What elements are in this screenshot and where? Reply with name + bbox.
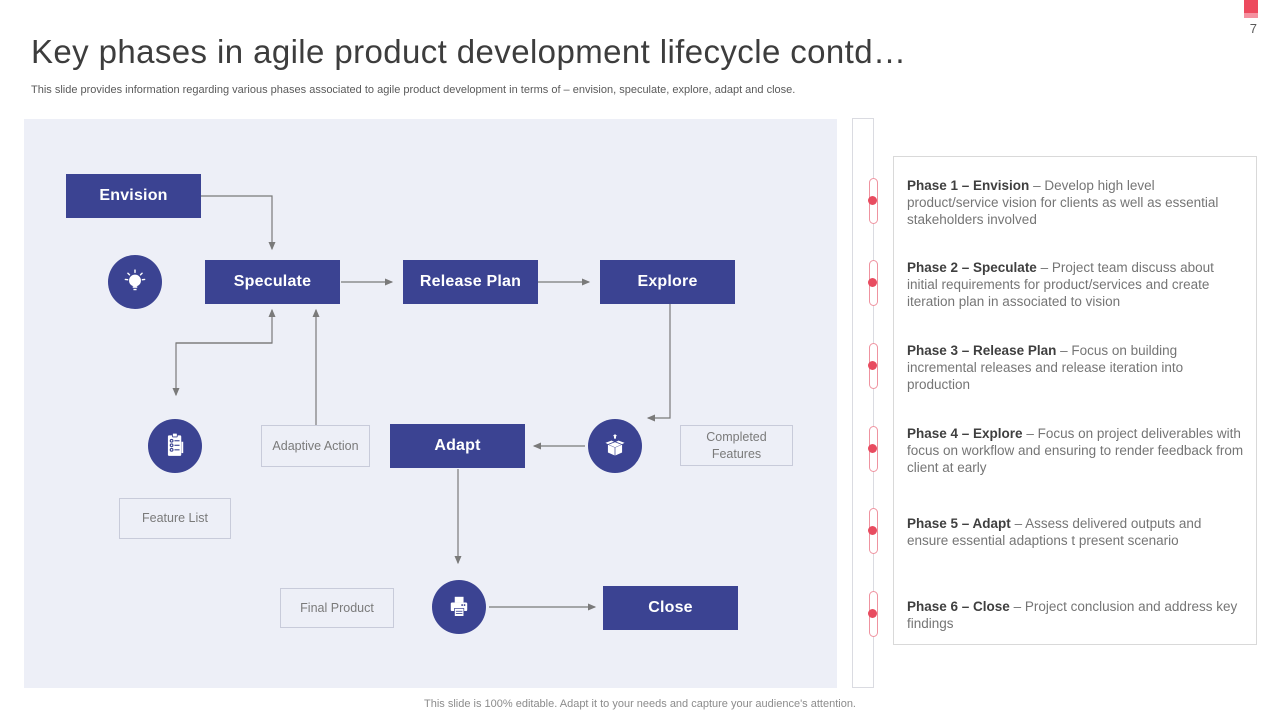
phase-list-panel: Phase 1 – Envision – Develop high level …	[893, 156, 1257, 645]
timeline-dot	[868, 278, 877, 287]
timeline-rail	[852, 118, 874, 688]
checklist-clipboard-icon	[148, 419, 202, 473]
phase-item-4: Phase 4 – Explore – Focus on project del…	[907, 425, 1245, 476]
page-title: Key phases in agile product development …	[31, 33, 907, 70]
lightbulb-icon	[108, 255, 162, 309]
label-feature-list: Feature List	[119, 498, 231, 539]
timeline-dot	[868, 609, 877, 618]
phase-description: – Assess delivered outputs and ensure es…	[907, 516, 1202, 548]
phase-title: Phase 2 – Speculate	[907, 260, 1037, 275]
phase-title: Phase 6 – Close	[907, 599, 1010, 614]
page-subtitle: This slide provides information regardin…	[31, 84, 796, 96]
phase-item-3: Phase 3 – Release Plan – Focus on buildi…	[907, 342, 1245, 393]
node-envision: Envision	[66, 174, 201, 218]
node-speculate: Speculate	[205, 260, 340, 304]
node-adapt: Adapt	[390, 424, 525, 468]
accent-bar	[1244, 0, 1258, 18]
timeline-dot	[868, 526, 877, 535]
timeline-dot	[868, 361, 877, 370]
phase-title: Phase 4 – Explore	[907, 426, 1023, 441]
timeline-dot	[868, 196, 877, 205]
footer-note: This slide is 100% editable. Adapt it to…	[424, 698, 856, 710]
timeline-dot	[868, 444, 877, 453]
phase-description: – Project team discuss about initial req…	[907, 260, 1214, 309]
phase-title: Phase 3 – Release Plan	[907, 343, 1057, 358]
phase-item-2: Phase 2 – Speculate – Project team discu…	[907, 259, 1245, 310]
node-close: Close	[603, 586, 738, 630]
label-final-product: Final Product	[280, 588, 394, 628]
label-adaptive-action: Adaptive Action	[261, 425, 370, 467]
node-explore: Explore	[600, 260, 735, 304]
phase-title: Phase 1 – Envision	[907, 178, 1030, 193]
phase-item-6: Phase 6 – Close – Project conclusion and…	[907, 598, 1245, 632]
flow-connectors	[172, 195, 671, 611]
phase-item-5: Phase 5 – Adapt – Assess delivered outpu…	[907, 515, 1245, 549]
printer-icon	[432, 580, 486, 634]
page-number: 7	[1249, 21, 1257, 36]
phase-title: Phase 5 – Adapt	[907, 516, 1011, 531]
node-release-plan: Release Plan	[403, 260, 538, 304]
phase-description: – Focus on building incremental releases…	[907, 343, 1184, 392]
phase-description: – Project conclusion and address key fin…	[907, 599, 1238, 631]
flowchart-panel: Envision Speculate Release Plan Explore …	[24, 119, 837, 688]
label-completed-features: Completed Features	[680, 425, 793, 466]
phase-description: – Focus on project deliverables with foc…	[907, 426, 1244, 475]
phase-description: – Develop high level product/service vis…	[907, 178, 1219, 227]
phase-item-1: Phase 1 – Envision – Develop high level …	[907, 177, 1245, 228]
open-box-icon	[588, 419, 642, 473]
